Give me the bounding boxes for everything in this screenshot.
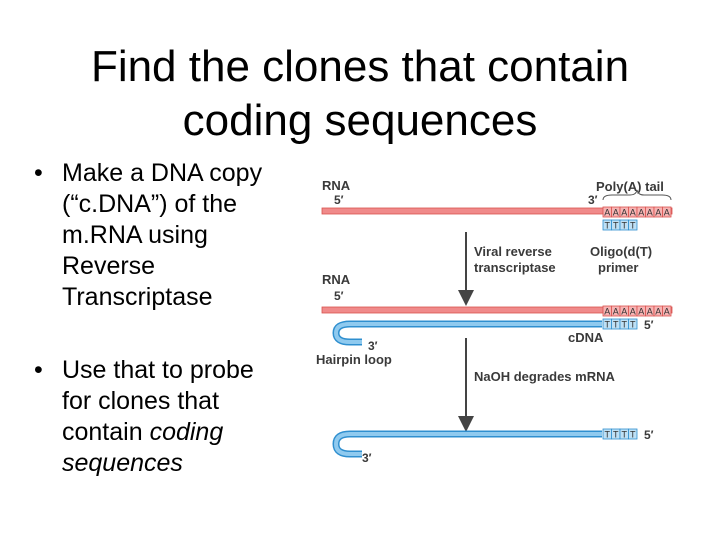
thymine-base-letter: T [605, 320, 611, 330]
thymine-base-box [628, 219, 638, 231]
rna-label-middle: RNA [322, 272, 351, 287]
adenine-base-letter: A [604, 208, 610, 218]
bullet-line: Make a DNA copy [62, 159, 263, 187]
slide-title: Find the clones that contain coding sequ… [40, 40, 680, 148]
cdna-label: cDNA [568, 330, 604, 345]
bullet-line: Reverse [62, 252, 156, 280]
thymine-base-letter: T [605, 430, 611, 440]
bullet-line: Use that to probe [62, 356, 254, 384]
adenine-base-letter: A [664, 208, 670, 218]
thymine-base-box [628, 318, 638, 330]
viral-rt-label-line2: transcriptase [474, 260, 556, 275]
title-line-2: coding sequences [182, 96, 538, 145]
bullet-line: contain coding [62, 417, 304, 448]
five-prime-label-cdna: 5′ [644, 318, 654, 332]
thymine-base-box [628, 428, 638, 440]
poly-a-brace [602, 189, 672, 201]
thymine-base-letter: T [622, 221, 628, 231]
bullet-text: Make a DNA copy (“c.DNA”) of the m.RNA u… [62, 158, 304, 313]
bullet-plain-text: contain [62, 418, 150, 446]
thymine-base-letter: T [622, 430, 628, 440]
rna-strand-top [321, 207, 673, 215]
adenine-base-letter: A [638, 208, 644, 218]
thymine-base-letter: T [630, 221, 636, 231]
bullet-item-cdna: • Make a DNA copy (“c.DNA”) of the m.RNA… [34, 158, 304, 313]
bullet-line: (“c.DNA”) of the [62, 190, 238, 218]
bullet-line: sequences [62, 448, 304, 479]
five-prime-label-top: 5′ [334, 193, 344, 207]
oligo-dt-label-line1: Oligo(d(T) [590, 244, 652, 259]
three-prime-label-cdna: 3′ [368, 339, 378, 353]
thymine-base-letter: T [630, 320, 636, 330]
thymine-base-letter: T [605, 221, 611, 231]
bullet-line: for clones that [62, 387, 220, 415]
five-prime-label-final: 5′ [644, 428, 654, 442]
adenine-base-box [662, 206, 672, 218]
poly-a-tail-label: Poly(A) tail [596, 179, 664, 194]
hairpin-loop-label: Hairpin loop [316, 352, 392, 367]
adenine-base-box [662, 305, 672, 317]
cdna-final-strand [333, 432, 602, 456]
cdna-final-outline [332, 430, 602, 458]
thymine-base-letter: T [630, 430, 636, 440]
bullet-glyph: • [34, 356, 43, 384]
adenine-base-letter: A [604, 307, 610, 317]
bullet-line: Transcriptase [62, 283, 213, 311]
adenine-base-letter: A [638, 307, 644, 317]
bullet-line: m.RNA using [62, 221, 208, 249]
thymine-base-letter: T [613, 320, 619, 330]
adenine-base-letter: A [664, 307, 670, 317]
adenine-base-letter: A [647, 208, 653, 218]
rna-strand-middle [321, 306, 673, 314]
rna-label-top: RNA [322, 178, 351, 193]
bullet-item-probe: • Use that to probe for clones that cont… [34, 355, 304, 479]
naoh-label: NaOH degrades mRNA [474, 369, 615, 384]
adenine-base-letter: A [655, 307, 661, 317]
adenine-base-letter: A [621, 208, 627, 218]
three-prime-label-top: 3′ [588, 193, 598, 207]
three-prime-label-final: 3′ [362, 451, 372, 465]
bullet-italic-text: sequences [62, 449, 183, 477]
adenine-base-letter: A [613, 208, 619, 218]
cdna-hairpin-strand [333, 322, 602, 344]
bullet-text: Use that to probe for clones that contai… [62, 355, 304, 479]
adenine-base-letter: A [655, 208, 661, 218]
bullet-italic-text: coding [149, 418, 224, 446]
title-line-1: Find the clones that contain [90, 42, 630, 91]
adenine-base-letter: A [630, 307, 636, 317]
adenine-base-letter: A [630, 208, 636, 218]
adenine-base-letter: A [647, 307, 653, 317]
viral-rt-label-line1: Viral reverse [474, 244, 552, 259]
thymine-base-letter: T [622, 320, 628, 330]
bullet-glyph: • [34, 159, 43, 187]
thymine-base-letter: T [613, 221, 619, 231]
bullet-list: • Make a DNA copy (“c.DNA”) of the m.RNA… [34, 158, 304, 479]
adenine-base-letter: A [621, 307, 627, 317]
oligo-dt-label-line2: primer [598, 260, 638, 275]
adenine-base-letter: A [613, 307, 619, 317]
thymine-base-letter: T [613, 430, 619, 440]
five-prime-label-middle: 5′ [334, 289, 344, 303]
